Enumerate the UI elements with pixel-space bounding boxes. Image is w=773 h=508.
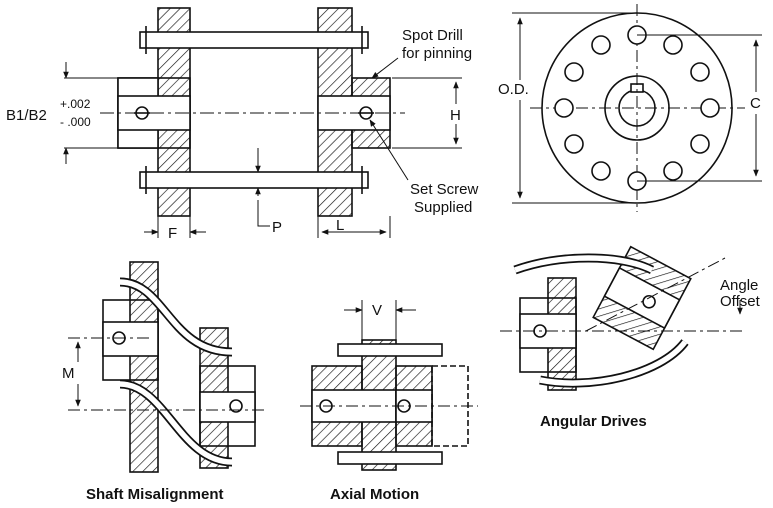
p-dimension-label: P <box>272 219 282 236</box>
m-dimension-label: M <box>62 365 75 382</box>
angular-caption: Angular Drives <box>540 413 647 430</box>
spot-drill-note-line1: Spot Drill <box>402 27 463 44</box>
end-view <box>512 4 762 212</box>
misalignment-view <box>68 261 268 473</box>
spot-drill-note-line2: for pinning <box>402 45 472 62</box>
f-dimension-label: F <box>168 225 177 242</box>
axial-caption: Axial Motion <box>330 486 419 503</box>
tolerance-lower: - .000 <box>60 115 91 129</box>
angle-offset-line1: Angle <box>720 277 758 294</box>
misalignment-labels: M Shaft Misalignment <box>62 365 224 503</box>
angular-view <box>500 245 745 391</box>
l-dimension-label: L <box>336 217 344 234</box>
bolt-circle <box>554 25 720 191</box>
top-pin <box>139 31 369 49</box>
angle-offset-line2: Offset <box>720 293 761 310</box>
axial-view <box>300 300 478 471</box>
v-dimension-label: V <box>372 302 382 319</box>
end-view-labels: O.D. C <box>498 81 761 112</box>
c-dimension-label: C <box>750 95 761 112</box>
tolerance-upper: +.002 <box>60 97 91 111</box>
side-view <box>63 7 462 238</box>
b-dimension-label: B1/B2 <box>6 107 47 124</box>
angular-labels: Angle Offset Angular Drives <box>540 277 761 430</box>
axial-labels: V Axial Motion <box>330 302 419 503</box>
side-view-labels: B1/B2 +.002 - .000 F P L H Spot Drill fo… <box>6 27 479 242</box>
set-screw-note-line2: Supplied <box>414 199 472 216</box>
od-dimension-label: O.D. <box>498 81 529 98</box>
h-dimension-label: H <box>450 107 461 124</box>
set-screw-note-line1: Set Screw <box>410 181 479 198</box>
bottom-pin <box>139 171 369 189</box>
misalignment-caption: Shaft Misalignment <box>86 486 224 503</box>
